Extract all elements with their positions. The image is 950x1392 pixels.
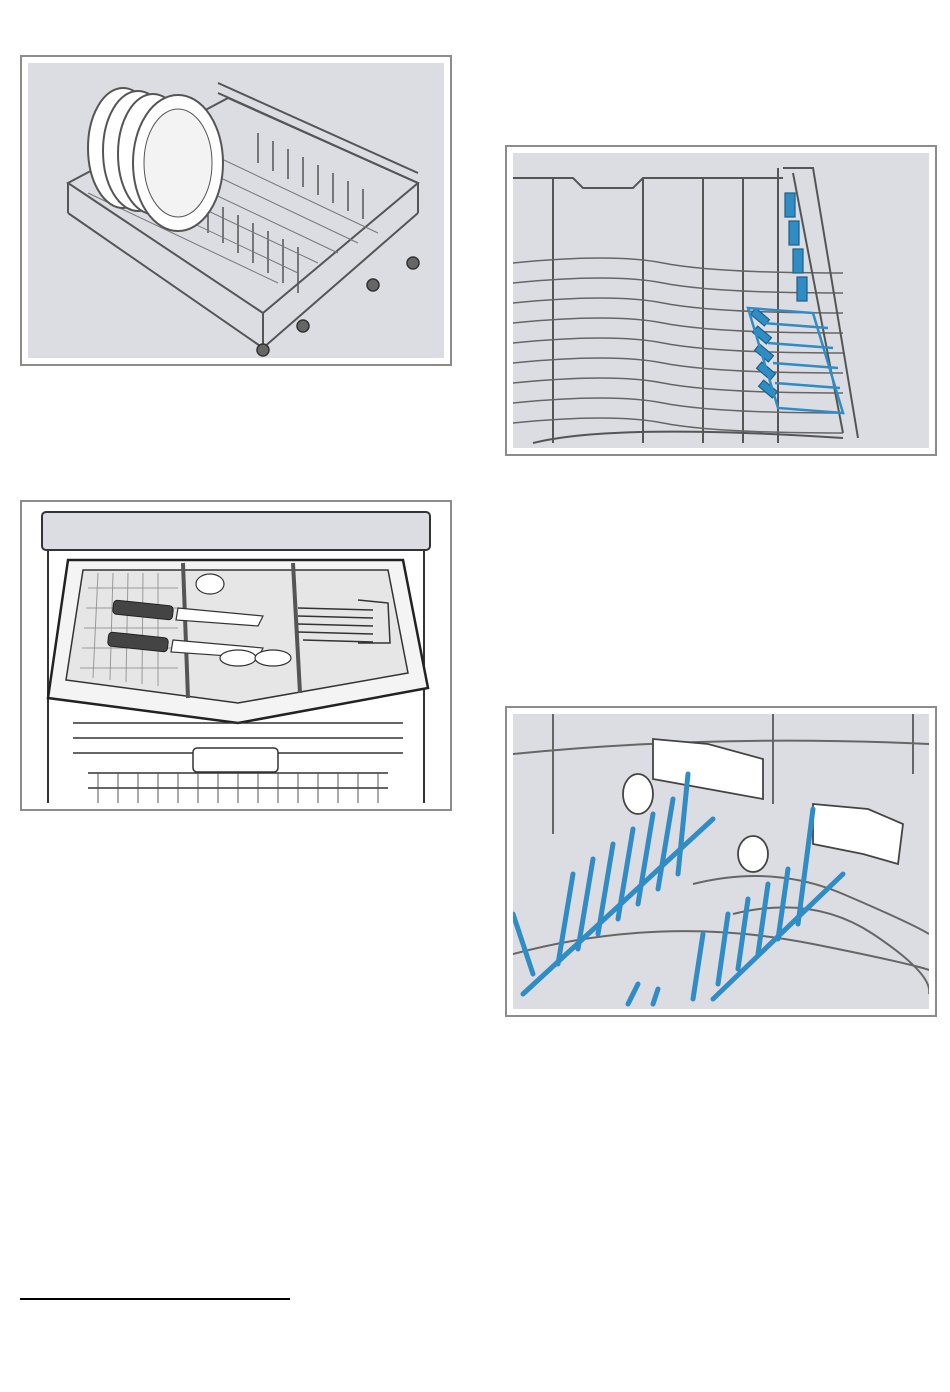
footnote-separator-rule	[20, 1298, 290, 1300]
illustration-panel	[28, 63, 444, 358]
cutlery-drawer-drawing	[28, 508, 444, 803]
rack-closeup-drawing	[513, 153, 929, 448]
illustration-lower-basket-plates	[20, 55, 452, 366]
illustration-panel	[513, 153, 929, 448]
illustration-cutlery-drawer	[20, 500, 452, 811]
illustration-rack-closeup	[505, 145, 937, 456]
illustration-folding-tines	[505, 706, 937, 1017]
illustration-panel	[28, 508, 444, 803]
lower-basket-drawing	[28, 63, 444, 358]
illustration-panel	[513, 714, 929, 1009]
folding-tines-drawing	[513, 714, 929, 1009]
